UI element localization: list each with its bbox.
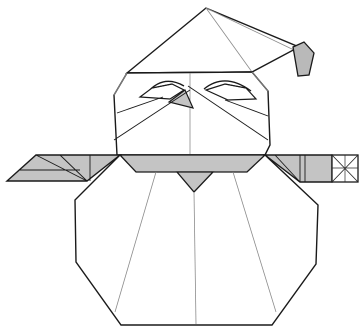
collar [120, 155, 265, 172]
face [114, 72, 270, 155]
face-outline [114, 72, 270, 155]
pompom [293, 42, 314, 76]
body [75, 155, 318, 325]
right-hand [332, 155, 358, 182]
hat [127, 8, 314, 76]
